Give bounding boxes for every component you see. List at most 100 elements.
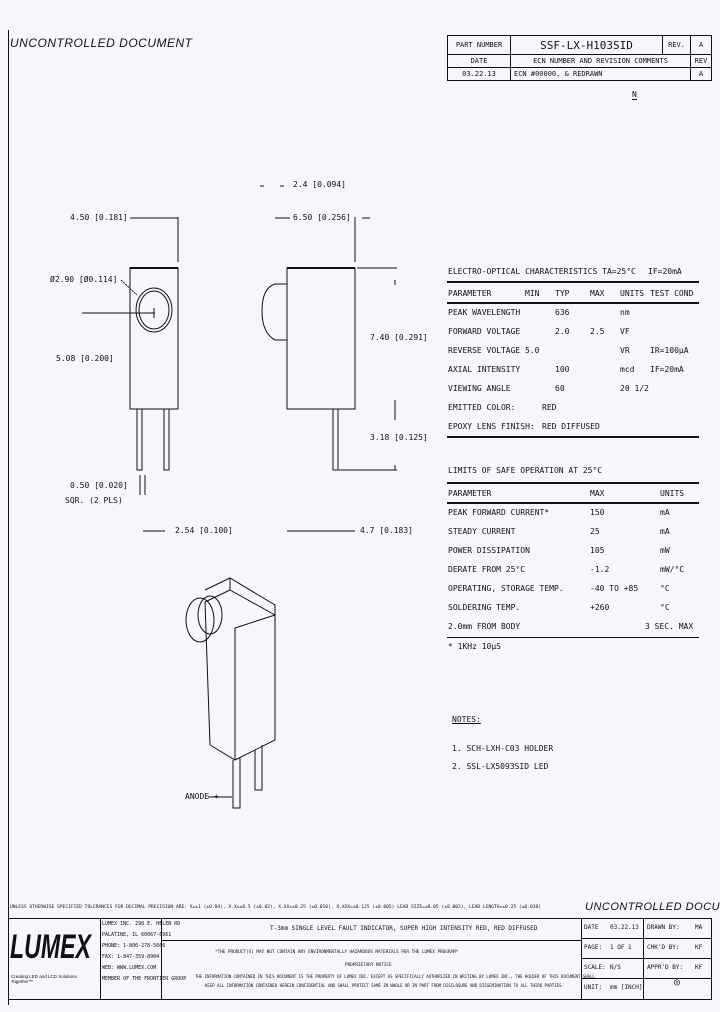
parameter-name: DERATE FROM 25°C (448, 565, 526, 574)
dim-0-50: 0.50 [0.020] (70, 481, 128, 490)
parameter-name: STEADY CURRENT (448, 527, 516, 536)
row-divider (581, 938, 712, 939)
lumex-logo: LUMEX (10, 928, 91, 966)
mechanical-drawing (82, 185, 397, 809)
address-line: LUMEX INC. 290 E. HELEN RD (102, 921, 181, 927)
title-block (8, 918, 712, 1000)
dim-5-08: 5.08 [0.200] (56, 354, 114, 363)
safe-title: LIMITS OF SAFE OPERATION AT 25°C (448, 466, 603, 475)
parameter-name: EMITTED COLOR: (448, 403, 516, 412)
field-value: 03.22.13 (610, 924, 639, 931)
column-header: TEST COND (650, 289, 694, 298)
dim-diameter: Ø2.90 [Ø0.114] (50, 275, 118, 284)
notes-title: NOTES: (452, 715, 481, 724)
column-header: MAX (590, 489, 605, 498)
divider (447, 281, 699, 283)
row-divider (581, 958, 712, 959)
proprietary-text: THE INFORMATION CONTAINED IN THIS DOCUME… (195, 974, 595, 979)
divider (447, 436, 699, 438)
uncontrolled-watermark: UNCONTROLLED DOCUMENT (10, 36, 193, 50)
table-cell: mW/°C (660, 565, 685, 574)
parameter-name: POWER DISSIPATION (448, 546, 530, 555)
tagline: Creating LED and LCD Solutions Together™ (11, 974, 77, 985)
table-cell: 25 (590, 527, 600, 536)
field-value: MA (695, 924, 703, 931)
table-cell: VF (620, 327, 630, 336)
field-label: DRAWN BY: (647, 924, 680, 931)
table-cell: 3 SEC. MAX (645, 622, 694, 631)
column-header: PARAMETER (448, 289, 492, 298)
table-cell: IF=20mA (650, 365, 684, 374)
parameter-name: PEAK FORWARD CURRENT* (448, 508, 550, 517)
table-cell: RED DIFFUSED (542, 422, 600, 431)
parameter-name: EPOXY LENS FINISH: (448, 422, 535, 431)
table-cell: RED (542, 403, 557, 412)
column-header: UNITS (660, 489, 685, 498)
dim-7-40: 7.40 [0.291] (370, 333, 428, 342)
field-label: DATE (584, 924, 599, 931)
side-view-body (286, 267, 356, 410)
table-cell: °C (660, 584, 670, 593)
front-view-body (129, 267, 179, 410)
table-cell: 636 (555, 308, 570, 317)
parameter-name: PEAK WAVELENGTH (448, 308, 521, 317)
parameter-name: REVERSE VOLTAGE (448, 346, 521, 355)
parameter-name: SOLDERING TEMP. (448, 603, 521, 612)
table-cell: mcd (620, 365, 635, 374)
table-cell: 150 (590, 508, 605, 517)
proprietary-text: KEEP ALL INFORMATION CONTAINED HEREIN CO… (205, 983, 564, 988)
safe-footnote: * 1KHz 10µS (448, 642, 501, 651)
address-line: WEB: WWW.LUMEX.COM (102, 965, 157, 971)
row-divider (581, 978, 712, 979)
table-cell: VR (620, 346, 630, 355)
field-label: APPR'D BY: (647, 964, 684, 971)
dim-4-50: 4.50 [0.181] (70, 213, 128, 222)
table-cell: nm (620, 308, 630, 317)
divider (447, 482, 699, 484)
proprietary-title: PROPRIETARY NOTICE (345, 963, 392, 968)
table-cell: 60 (555, 384, 565, 393)
revision-marker: N (632, 90, 637, 100)
table-cell: -40 TO +85 (590, 584, 639, 593)
table-cell: 2.5 (590, 327, 605, 336)
side-lead (332, 408, 339, 471)
dim-0-50-note: SQR. (2 PLS) (65, 496, 123, 505)
left-border (8, 30, 9, 1005)
parameter-name: FORWARD VOLTAGE (448, 327, 521, 336)
table-cell: 105 (590, 546, 605, 555)
dim-2-54: 2.54 [0.100] (175, 526, 233, 535)
dim-6-50: 6.50 [0.256] (293, 213, 351, 222)
field-label: CHK'D BY: (647, 944, 680, 951)
revision-rev: A (690, 67, 712, 81)
iso-lens (185, 597, 215, 643)
column-header: MAX (590, 289, 605, 298)
electro-title: ELECTRO-OPTICAL CHARACTERISTICS TA=25°C (448, 267, 636, 276)
third-angle-projection-icon: ◎ (674, 977, 681, 988)
table-cell: 2θ 1/2 (620, 384, 649, 393)
address-line: FAX: 1-847-359-8904 (102, 954, 160, 960)
parameter-name: OPERATING, STORAGE TEMP. (448, 584, 564, 593)
electro-condition: IF=20mA (648, 267, 682, 276)
address-line: PALATINE, IL 60067-6961 (102, 932, 172, 938)
rohs-note: *THE PRODUCT(S) MAY NOT CONTAIN ANY ENVI… (215, 950, 459, 955)
table-cell: 100 (555, 365, 570, 374)
divider (447, 302, 699, 304)
table-cell: mW (660, 546, 670, 555)
address-line: MEMBER OF THE FRONTIER GROUP (102, 976, 187, 982)
field-value: N/S (610, 964, 621, 971)
dim-4-7: 4.7 [0.183] (360, 526, 413, 535)
front-view-lens (135, 287, 173, 333)
column-header: UNITS (620, 289, 645, 298)
anode-label: ANODE + (185, 792, 219, 801)
table-cell: IR=100µA (650, 346, 689, 355)
divider (447, 502, 699, 504)
parameter-name: 2.0mm FROM BODY (448, 622, 521, 631)
field-value: KF (695, 944, 703, 951)
field-label: SCALE: (584, 964, 606, 971)
table-cell: mA (660, 527, 670, 536)
dim-3-18: 3.18 [0.125] (370, 433, 428, 442)
field-value: KF (695, 964, 703, 971)
column-header: MIN (525, 289, 540, 298)
table-cell: mA (660, 508, 670, 517)
divider (447, 637, 699, 638)
